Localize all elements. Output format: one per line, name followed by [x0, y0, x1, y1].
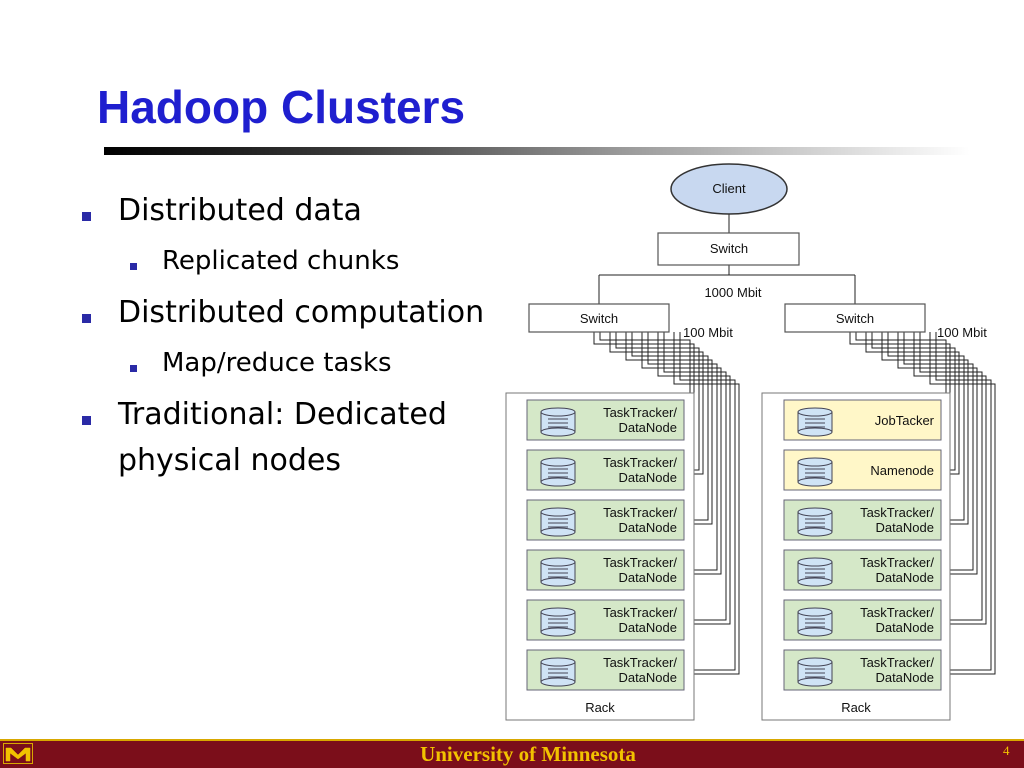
- left-rack-node-1: TaskTracker/DataNode: [526, 399, 685, 441]
- left-rack-node-4: TaskTracker/DataNode: [526, 549, 685, 591]
- right-switch: [784, 303, 926, 333]
- node-label: TaskTracker/: [603, 505, 677, 520]
- uplink-speed-label: 1000 Mbit: [704, 285, 761, 300]
- right-rack-node-3: TaskTracker/DataNode: [783, 499, 942, 541]
- database-icon: [797, 407, 833, 437]
- bullet-distributed-data: Distributed data: [118, 193, 362, 228]
- right-link-speed-label: 100 Mbit: [937, 325, 987, 340]
- database-icon: [540, 607, 576, 637]
- left-link-speed-label: 100 Mbit: [683, 325, 733, 340]
- node-label: DataNode: [618, 420, 677, 435]
- right-rack-node-2: Namenode: [783, 449, 942, 491]
- node-label: DataNode: [618, 470, 677, 485]
- node-label: TaskTracker/: [860, 505, 934, 520]
- database-icon: [797, 507, 833, 537]
- left-switch: [528, 303, 670, 333]
- title-underline: [104, 147, 970, 155]
- node-label: DataNode: [875, 620, 934, 635]
- bullet-marker: [82, 212, 91, 221]
- database-icon: [797, 657, 833, 687]
- node-label: TaskTracker/: [860, 555, 934, 570]
- left-rack-node-3: TaskTracker/DataNode: [526, 499, 685, 541]
- node-label: TaskTracker/: [603, 555, 677, 570]
- node-label: TaskTracker/: [603, 455, 677, 470]
- right-rack-label: Rack: [841, 700, 871, 715]
- sub-bullet-marker: [130, 365, 137, 372]
- database-icon: [540, 657, 576, 687]
- node-label: TaskTracker/: [860, 605, 934, 620]
- page-number: 4: [1003, 743, 1010, 758]
- right-rack-node-5: TaskTracker/DataNode: [783, 599, 942, 641]
- bullet-marker: [82, 314, 91, 323]
- node-label: DataNode: [618, 570, 677, 585]
- client-label: Client: [712, 181, 746, 196]
- node-label: TaskTracker/: [860, 655, 934, 670]
- bullet-marker: [82, 416, 91, 425]
- top-switch-label: Switch: [710, 241, 748, 256]
- database-icon: [797, 607, 833, 637]
- footer-accent-line: [0, 739, 1024, 741]
- database-icon: [797, 457, 833, 487]
- footer-bar: [0, 739, 1024, 768]
- node-label: DataNode: [618, 620, 677, 635]
- left-rack-node-5: TaskTracker/DataNode: [526, 599, 685, 641]
- left-rack-label: Rack: [585, 700, 615, 715]
- database-icon: [540, 457, 576, 487]
- bullet-map-reduce-tasks: Map/reduce tasks: [162, 348, 392, 378]
- database-icon: [540, 507, 576, 537]
- bullet-traditional-continued: physical nodes: [118, 443, 342, 478]
- right-rack-node-6: TaskTracker/DataNode: [783, 649, 942, 691]
- node-label: Namenode: [870, 463, 934, 478]
- node-label: DataNode: [875, 520, 934, 535]
- node-label: TaskTracker/: [603, 405, 677, 420]
- database-icon: [797, 557, 833, 587]
- left-switch-label: Switch: [580, 311, 618, 326]
- university-logo: [3, 743, 33, 764]
- top-switch: [657, 232, 800, 266]
- node-label: JobTacker: [875, 413, 935, 428]
- logo-m-icon: [5, 747, 31, 762]
- node-label: DataNode: [875, 670, 934, 685]
- slide-title: Hadoop Clusters: [97, 81, 466, 133]
- footer-university-name: University of Minnesota: [420, 742, 636, 766]
- right-rack-node-1: JobTacker: [783, 399, 942, 441]
- bullet-replicated-chunks: Replicated chunks: [162, 246, 400, 276]
- client-node: [670, 163, 788, 215]
- node-label: TaskTracker/: [603, 655, 677, 670]
- bullet-traditional: Traditional: Dedicated: [118, 397, 447, 432]
- node-label: TaskTracker/: [603, 605, 677, 620]
- node-label: DataNode: [875, 570, 934, 585]
- right-switch-label: Switch: [836, 311, 874, 326]
- node-label: DataNode: [618, 520, 677, 535]
- database-icon: [540, 407, 576, 437]
- node-label: DataNode: [618, 670, 677, 685]
- left-rack-node-6: TaskTracker/DataNode: [526, 649, 685, 691]
- bullet-distributed-computation: Distributed computation: [118, 295, 485, 330]
- left-rack-node-2: TaskTracker/DataNode: [526, 449, 685, 491]
- right-rack-node-4: TaskTracker/DataNode: [783, 549, 942, 591]
- sub-bullet-marker: [130, 263, 137, 270]
- database-icon: [540, 557, 576, 587]
